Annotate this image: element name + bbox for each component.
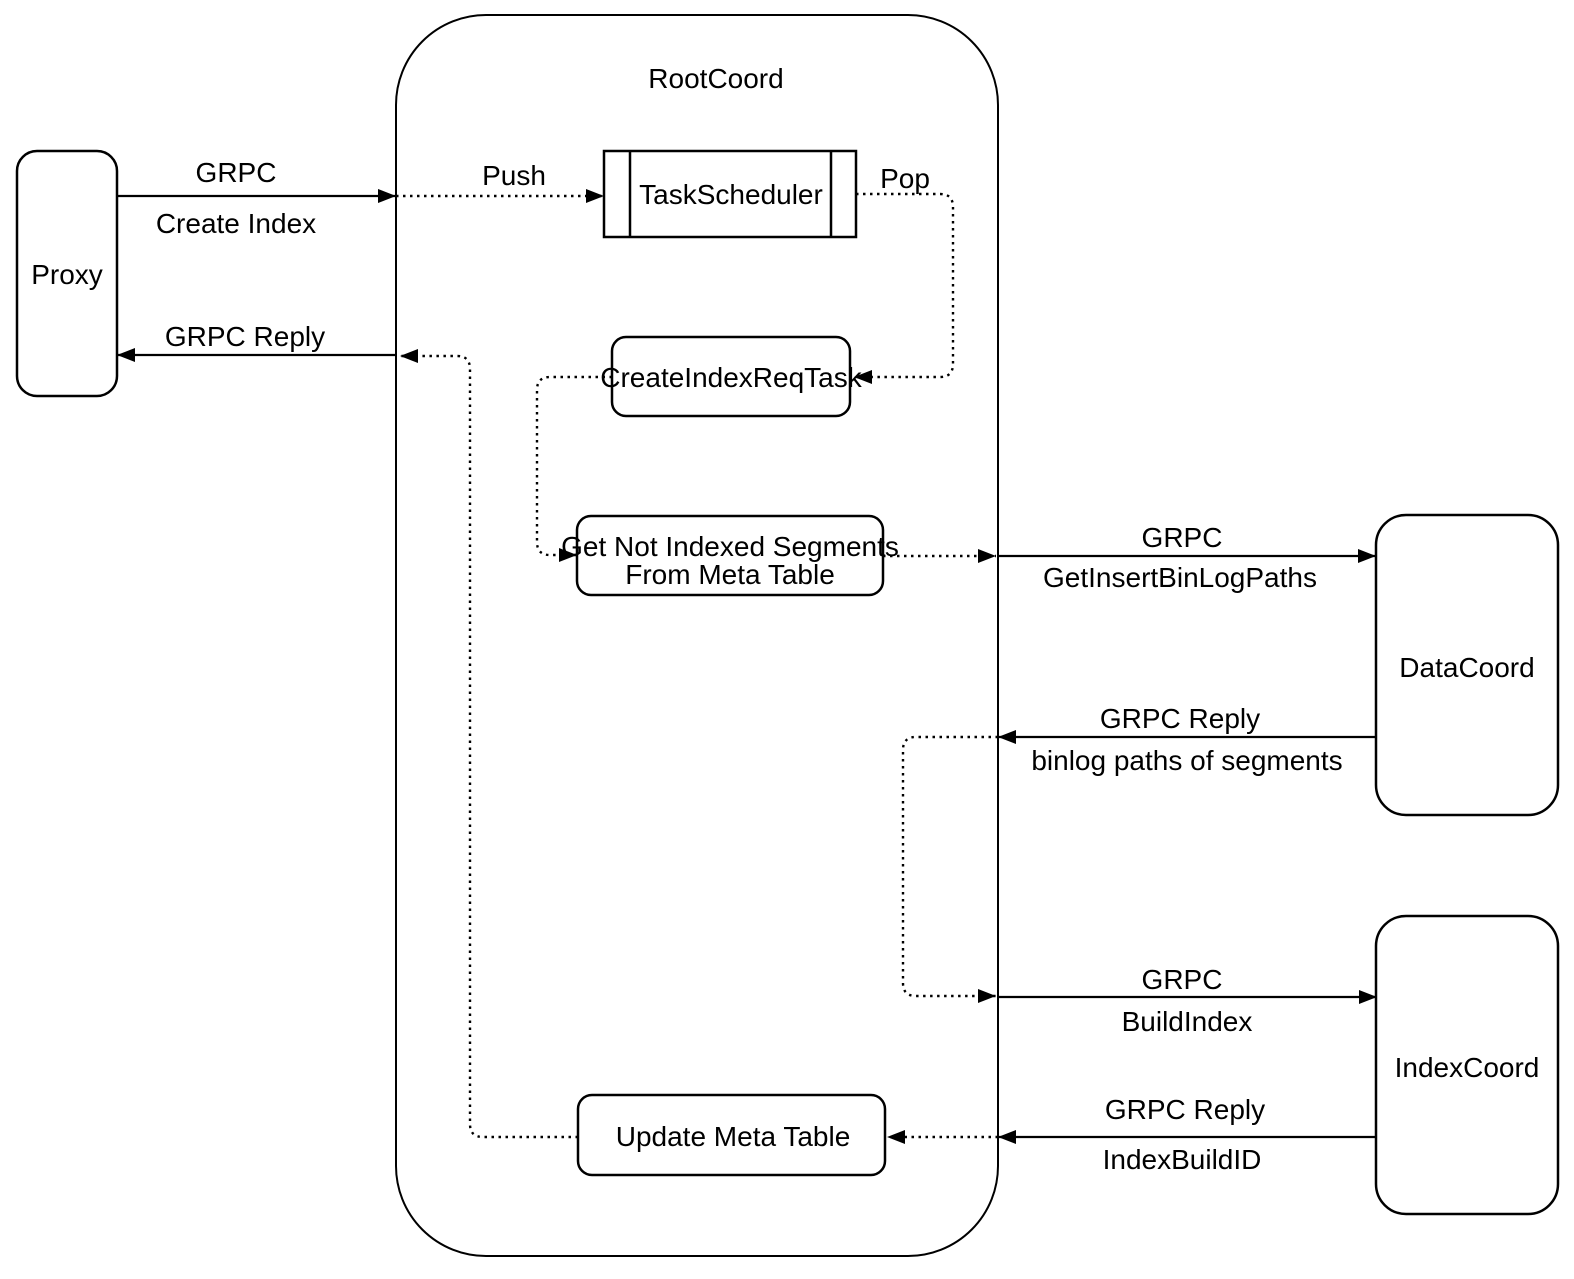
edge-rootcoord-to-proxy-label: GRPC Reply bbox=[165, 321, 325, 352]
node-create-index-req-task: CreateIndexReqTask bbox=[600, 335, 863, 418]
node-indexcoord: IndexCoord bbox=[1374, 914, 1560, 1216]
taskscheduler-box bbox=[602, 149, 858, 239]
edge-proxy-to-rootcoord-label-line1: GRPC bbox=[196, 157, 277, 188]
update-meta-table-label: Update Meta Table bbox=[616, 1121, 851, 1152]
edge-rootcoord-to-indexcoord-label-line1: GRPC bbox=[1142, 964, 1223, 995]
update-meta-table-box bbox=[576, 1093, 887, 1177]
indexcoord-box bbox=[1374, 914, 1560, 1216]
edge-indexcoord-to-rootcoord-label-line1: GRPC Reply bbox=[1105, 1094, 1265, 1125]
edge-indexcoord-to-rootcoord-label-line2: IndexBuildID bbox=[1103, 1144, 1262, 1175]
edge-rootcoord-to-datacoord: GRPC GetInsertBinLogPaths bbox=[998, 522, 1376, 593]
edge-proxy-to-rootcoord-label-line2: Create Index bbox=[156, 208, 316, 239]
edge-rootcoord-to-datacoord-label-line1: GRPC bbox=[1142, 522, 1223, 553]
node-get-not-indexed-segments: Get Not Indexed Segments From Meta Table bbox=[561, 514, 899, 597]
get-not-indexed-segments-label-line2: From Meta Table bbox=[625, 559, 835, 590]
rootcoord-container-box bbox=[395, 14, 999, 1257]
datacoord-label: DataCoord bbox=[1399, 652, 1534, 683]
node-update-meta-table: Update Meta Table bbox=[576, 1093, 887, 1177]
get-not-indexed-segments-label-line1: Get Not Indexed Segments bbox=[561, 531, 899, 562]
edge-datacoord-to-rootcoord-label-line2: binlog paths of segments bbox=[1031, 745, 1342, 776]
proxy-label: Proxy bbox=[31, 259, 103, 290]
datacoord-box bbox=[1374, 513, 1560, 817]
edge-datacoord-to-rootcoord-label-line1: GRPC Reply bbox=[1100, 703, 1260, 734]
edge-pop-line bbox=[854, 192, 955, 384]
create-index-req-task-label: CreateIndexReqTask bbox=[600, 362, 862, 393]
edge-indexcoord-to-rootcoord: GRPC Reply IndexBuildID bbox=[998, 1094, 1377, 1175]
edge-update-meta-table-to-grpc-reply bbox=[400, 349, 578, 1139]
edge-rootcoord-to-indexcoord-label-line2: BuildIndex bbox=[1122, 1006, 1253, 1037]
edge-pop-label: Pop bbox=[880, 163, 930, 194]
node-datacoord: DataCoord bbox=[1374, 513, 1560, 817]
edge-rootcoord-to-indexcoord: GRPC BuildIndex bbox=[998, 964, 1377, 1037]
edge-rootcoord-to-proxy: GRPC Reply bbox=[117, 321, 396, 362]
edge-update-meta-table-to-grpc-reply-line bbox=[400, 349, 578, 1139]
taskscheduler-label: TaskScheduler bbox=[639, 179, 823, 210]
edge-pop: Pop bbox=[854, 163, 955, 384]
node-rootcoord: RootCoord bbox=[395, 14, 999, 1257]
proxy-box bbox=[15, 149, 119, 398]
edge-rootcoord-to-datacoord-label-line2: GetInsertBinLogPaths bbox=[1043, 562, 1317, 593]
edge-binlog-reply-to-buildindex-line bbox=[901, 735, 998, 1003]
node-taskscheduler: TaskScheduler bbox=[602, 149, 858, 239]
edge-push: Push bbox=[396, 160, 604, 203]
rootcoord-label: RootCoord bbox=[648, 63, 783, 94]
edge-proxy-to-rootcoord: GRPC Create Index bbox=[117, 157, 396, 239]
edge-push-label: Push bbox=[482, 160, 546, 191]
indexcoord-label: IndexCoord bbox=[1395, 1052, 1540, 1083]
edge-datacoord-to-rootcoord: GRPC Reply binlog paths of segments bbox=[998, 703, 1376, 776]
node-proxy: Proxy bbox=[15, 149, 119, 398]
edge-binlog-reply-to-buildindex bbox=[901, 735, 998, 1003]
